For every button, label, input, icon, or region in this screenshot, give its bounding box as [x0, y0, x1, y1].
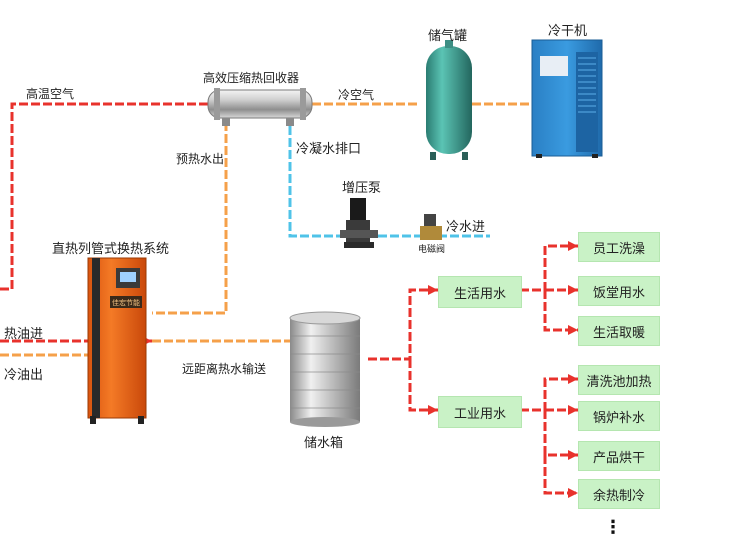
unit-panel-text: 佳宏节能	[112, 298, 140, 307]
water-tank-label: 储水箱	[304, 436, 344, 451]
industrial-use-item: 产品烘干	[578, 441, 660, 471]
more-uses-ellipsis: ⋮	[604, 517, 622, 538]
solenoid-label: 电磁阀	[418, 245, 446, 255]
refrigerated-dryer	[531, 39, 603, 158]
booster-pump	[340, 198, 378, 248]
industrial-branch-pipe	[520, 377, 578, 495]
gas-tank	[426, 40, 472, 160]
hot-water-main-pipe	[368, 288, 438, 412]
heat-exchange-system-unit: 佳宏节能	[87, 257, 147, 424]
booster-pump-label: 增压泵	[342, 181, 382, 196]
industrial-water-box: 工业用水	[438, 396, 522, 428]
system-title-label: 直热列管式换热系统	[52, 242, 170, 257]
industrial-use-item: 锅炉补水	[578, 401, 660, 431]
high-temp-air-label: 高温空气	[26, 87, 75, 101]
heat-recovery-label: 高效压缩热回收器	[203, 71, 300, 85]
gas-tank-label: 储气罐	[428, 29, 468, 44]
preheat-water-pipe	[152, 122, 228, 315]
industrial-use-item: 余热制冷	[578, 479, 660, 509]
condensate-pipe	[288, 126, 340, 238]
living-use-item: 饭堂用水	[578, 276, 660, 306]
cold-air-label: 冷空气	[338, 88, 375, 102]
dryer-label: 冷干机	[548, 24, 588, 39]
condensate-label: 冷凝水排口	[296, 142, 362, 157]
warm-pipes	[0, 102, 532, 357]
heat-recovery-unit	[207, 88, 313, 126]
cold-oil-out-label: 冷油出	[4, 368, 44, 383]
industrial-use-item: 清洗池加热	[578, 365, 660, 395]
living-water-box: 生活用水	[438, 276, 522, 308]
hot-air-pipe	[0, 102, 212, 291]
living-use-item: 员工洗澡	[578, 232, 660, 262]
water-tank	[289, 311, 361, 427]
hot-oil-in-label: 热油进	[4, 327, 44, 342]
preheat-out-label: 预热水出	[176, 152, 225, 166]
solenoid-valve	[420, 214, 442, 240]
living-use-item: 生活取暖	[578, 316, 660, 346]
cold-water-in-label: 冷水进	[446, 220, 486, 235]
remote-transport-label: 远距离热水输送	[182, 362, 267, 376]
